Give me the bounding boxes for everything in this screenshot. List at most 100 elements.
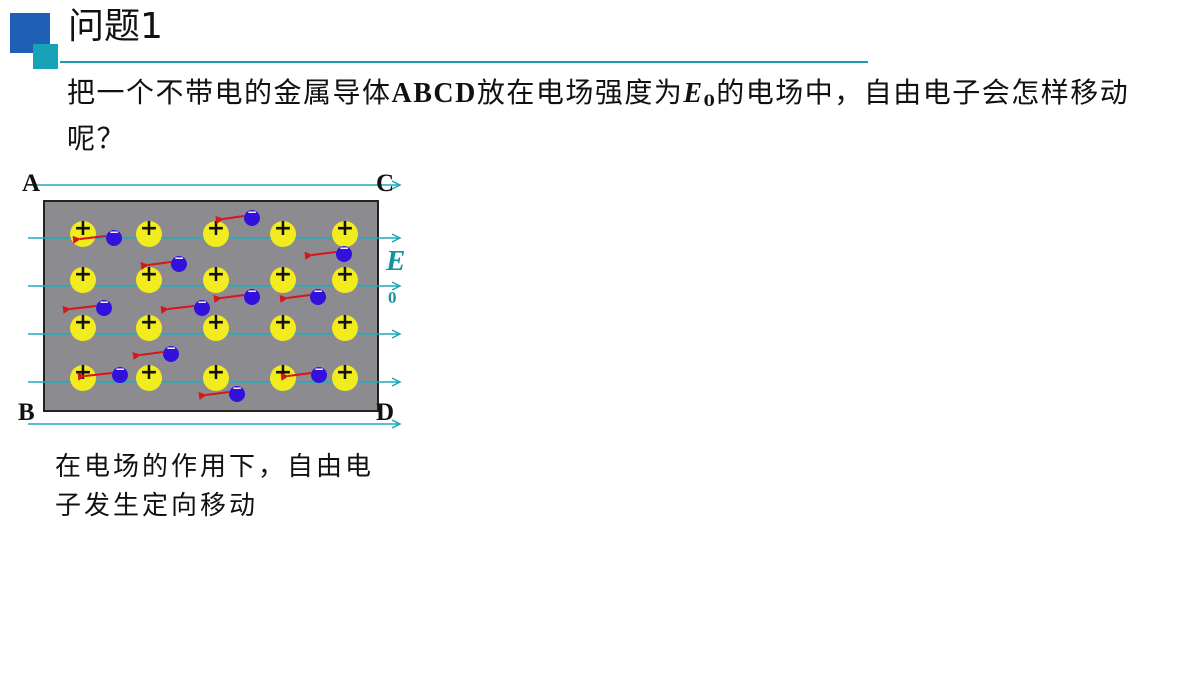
corner-label-d: D <box>376 399 394 426</box>
drift-arrow <box>160 305 195 314</box>
positive-ion-body <box>136 267 162 293</box>
positive-symbol: + <box>140 360 158 385</box>
drift-arrow <box>132 351 164 360</box>
negative-symbol: − <box>197 295 207 309</box>
drift-arrow <box>304 251 337 260</box>
conductor-diagram: ++++++++++++++++++++ −−−−−−−−−−−− A C B … <box>18 170 405 440</box>
positive-ion: + <box>203 262 229 293</box>
free-electron: − <box>112 362 128 383</box>
positive-ion: + <box>332 216 358 247</box>
positive-ion-body <box>136 315 162 341</box>
free-electron: − <box>244 284 260 305</box>
positive-ion: + <box>332 310 358 341</box>
positive-ion: + <box>70 216 96 247</box>
negative-symbol: − <box>174 251 184 265</box>
positive-symbol: + <box>74 310 92 335</box>
positive-ion: + <box>136 360 162 391</box>
positive-symbol: + <box>207 262 225 287</box>
positive-ion: + <box>332 360 358 391</box>
free-electron: − <box>310 284 326 305</box>
positive-ion-body <box>70 267 96 293</box>
positive-symbol: + <box>207 310 225 335</box>
positive-symbol: + <box>74 216 92 241</box>
negative-symbol: − <box>314 362 324 376</box>
positive-ion-body <box>332 221 358 247</box>
negative-symbol: − <box>166 341 176 355</box>
free-electron: − <box>96 295 112 316</box>
positive-ion-body <box>332 365 358 391</box>
field-label: E <box>385 245 405 277</box>
positive-ion-body <box>136 221 162 247</box>
positive-ion: + <box>203 360 229 391</box>
positive-ion: + <box>332 262 358 293</box>
negative-symbol: − <box>247 205 257 219</box>
negative-symbol: − <box>115 362 125 376</box>
drift-arrows <box>62 215 337 400</box>
question-field-subscript: 0 <box>703 91 717 110</box>
header-logo-square-teal <box>33 44 58 69</box>
drift-arrow <box>198 391 230 400</box>
free-electron: − <box>229 381 245 402</box>
positive-ion: + <box>70 262 96 293</box>
free-electrons: − − − − − − − − − − − − <box>96 205 352 402</box>
question-field-symbol: E <box>683 78 704 109</box>
free-electron: − <box>171 251 187 272</box>
free-electron: − <box>244 205 260 226</box>
positive-symbol: + <box>336 310 354 335</box>
positive-symbol: + <box>274 262 292 287</box>
positive-ion-body <box>270 267 296 293</box>
positive-symbol: + <box>207 360 225 385</box>
positive-symbol: + <box>274 216 292 241</box>
positive-symbol: + <box>74 262 92 287</box>
positive-symbol: + <box>336 360 354 385</box>
free-electron: − <box>336 241 352 262</box>
positive-ion: + <box>136 262 162 293</box>
negative-symbol: − <box>109 225 119 239</box>
positive-ion: + <box>270 216 296 247</box>
question-part-2: 放在电场强度为 <box>476 76 684 109</box>
positive-ion: + <box>136 310 162 341</box>
electron-body <box>171 256 187 272</box>
negative-symbol: − <box>339 241 349 255</box>
electron-body <box>310 289 326 305</box>
drift-arrow <box>140 261 172 270</box>
caption-text: 在电场的作用下，自由电子发生定向移动 <box>55 452 375 521</box>
free-electron: − <box>163 341 179 362</box>
negative-symbol: − <box>99 295 109 309</box>
positive-symbol: + <box>274 360 292 385</box>
drift-arrow <box>62 305 97 314</box>
drift-arrow <box>77 372 113 381</box>
positive-symbol: + <box>274 310 292 335</box>
positive-ion: + <box>270 262 296 293</box>
corner-label-c: C <box>376 170 394 197</box>
positive-ion-body <box>136 365 162 391</box>
drift-arrow <box>215 215 245 224</box>
electron-body <box>96 300 112 316</box>
question-conductor-name: ABCD <box>391 78 477 109</box>
positive-symbol: + <box>336 216 354 241</box>
electron-body <box>229 386 245 402</box>
drift-arrow <box>213 294 245 303</box>
positive-ion-body <box>203 221 229 247</box>
electron-body <box>112 367 128 383</box>
electron-body <box>336 246 352 262</box>
positive-symbol: + <box>336 262 354 287</box>
electron-body <box>311 367 327 383</box>
positive-symbol: + <box>74 360 92 385</box>
negative-symbol: − <box>247 284 257 298</box>
drift-arrow <box>279 294 311 303</box>
question-text: 把一个不带电的金属导体ABCD放在电场强度为E0的电场中，自由电子会怎样移动呢？ <box>67 74 1182 158</box>
positive-symbol: + <box>140 310 158 335</box>
positive-symbol: + <box>207 216 225 241</box>
drift-arrow <box>280 372 312 381</box>
electron-body <box>244 289 260 305</box>
positive-ion-body <box>332 267 358 293</box>
positive-ion-body <box>332 315 358 341</box>
free-electron: − <box>311 362 327 383</box>
negative-symbol: − <box>232 381 242 395</box>
positive-ion-body <box>203 267 229 293</box>
corner-label-a: A <box>22 170 40 197</box>
title-underline <box>60 61 868 63</box>
positive-ion: + <box>270 310 296 341</box>
question-part-1: 把一个不带电的金属导体 <box>67 76 392 109</box>
